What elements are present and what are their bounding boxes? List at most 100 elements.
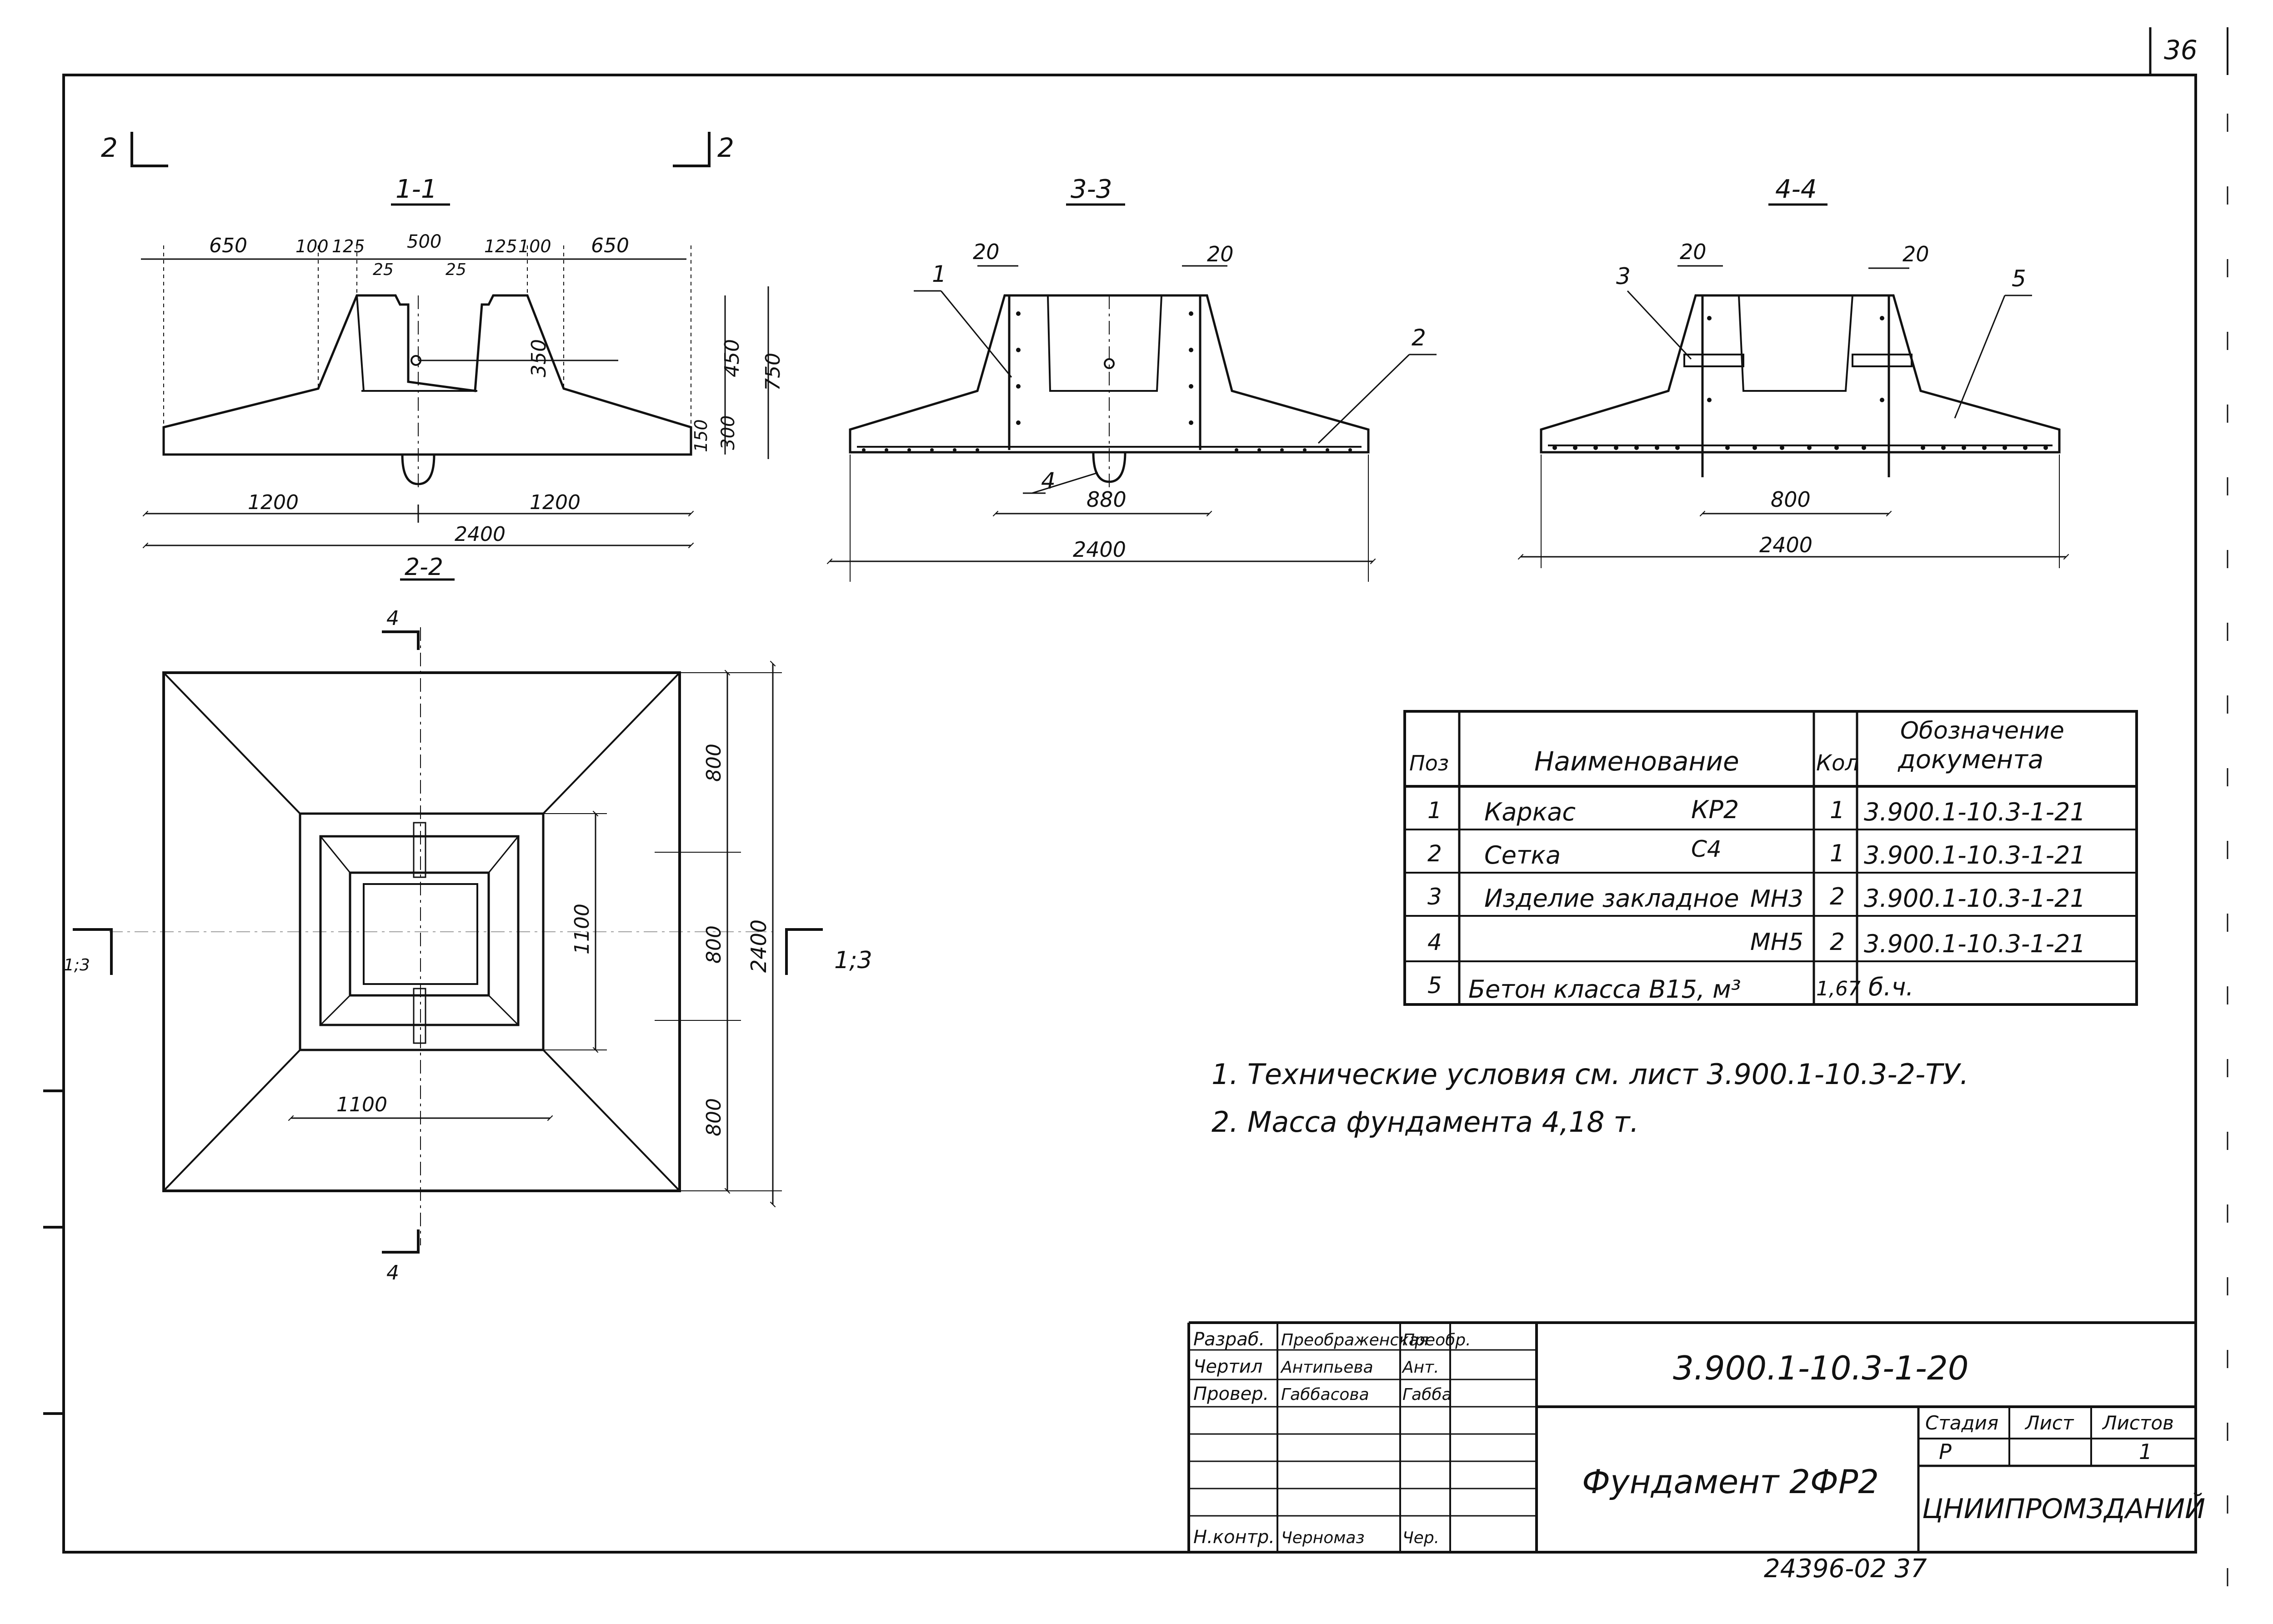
- role-sign: Габба: [1402, 1385, 1452, 1404]
- cut-label-2-left: 2: [101, 132, 118, 163]
- dim-20-right-4-4: 20: [1903, 242, 1929, 266]
- spec-row-qty: 2: [1830, 929, 1845, 956]
- spec-row-name: Каркас: [1484, 798, 1576, 826]
- spec-row-doc: 3.900.1-10.3-1-21: [1864, 841, 2086, 869]
- dim-800-mid: 800: [702, 925, 726, 964]
- spec-header-name: Наименование: [1534, 746, 1739, 777]
- dim-800-top: 800: [702, 744, 726, 782]
- dim-100-right: 100: [518, 236, 551, 256]
- cut-mark-1-3-right: [785, 928, 823, 975]
- spec-row-pos: 4: [1427, 929, 1442, 955]
- section-title-2-2: 2-2: [405, 554, 443, 581]
- role-label: Провер.: [1193, 1384, 1269, 1404]
- spec-row-mark: С4: [1691, 836, 1722, 862]
- spec-row-qty: 1,67: [1816, 977, 1861, 1000]
- dim-350: 350: [527, 339, 551, 377]
- dim-2400: 2400: [455, 523, 506, 546]
- sheet-frame: [43, 27, 2228, 1591]
- footer-archive-number: 24396-02 37: [1764, 1554, 1927, 1584]
- title-block: [1187, 1321, 2196, 1552]
- foundation-outline-3-3: [849, 294, 1370, 454]
- dim-20-right: 20: [1207, 242, 1234, 266]
- dim-880: 880: [1086, 487, 1126, 512]
- spec-row-pos: 1: [1427, 797, 1442, 824]
- pos-label-4: 4: [1041, 468, 1056, 494]
- spec-row-1: 1 Каркас КР2 1 3.900.1-10.3-1-21: [1427, 795, 2086, 826]
- foundation-outline-4-4: [1540, 294, 2061, 454]
- cut-mark-2-left: [130, 132, 168, 167]
- role-name: Габбасова: [1281, 1385, 1369, 1404]
- spec-row-doc: 3.900.1-10.3-1-21: [1864, 884, 2086, 913]
- spec-row-doc: 3.900.1-10.3-1-21: [1864, 929, 2086, 958]
- cut-mark-4-bottom: [382, 1229, 420, 1254]
- stage-label: Стадия: [1925, 1412, 1998, 1434]
- dim-1200-left: 1200: [248, 491, 299, 514]
- dim-1100-vertical: 1100: [571, 904, 594, 954]
- drawing-title: Фундамент 2ФР2: [1582, 1463, 1879, 1501]
- dim-800-4-4: 800: [1771, 487, 1811, 512]
- spec-row-mark: МН5: [1750, 929, 1803, 956]
- sheet-number: 36: [2164, 35, 2198, 65]
- role-sign: Преобр.: [1402, 1331, 1471, 1349]
- dim-300: 300: [718, 415, 739, 450]
- spec-table: [1403, 710, 2138, 1006]
- pos-label-5: 5: [2012, 265, 2026, 292]
- spec-row-doc: б.ч.: [1868, 973, 1914, 1001]
- spec-row-qty: 1: [1830, 797, 1845, 824]
- organization: ЦНИИПРОМЗДАНИЙ: [1922, 1493, 2205, 1525]
- section-title-3-3: 3-3: [1071, 175, 1112, 204]
- sheet-label: Лист: [2024, 1412, 2074, 1434]
- stage-value: Р: [1939, 1439, 1952, 1464]
- role-sign: Ант.: [1402, 1358, 1439, 1377]
- spec-row-pos: 3: [1427, 884, 1442, 910]
- spec-row-qty: 2: [1830, 883, 1845, 910]
- sheets-label: Листов: [2102, 1412, 2174, 1434]
- role-label: Чертил: [1193, 1356, 1262, 1377]
- cut-label-4-bottom: 4: [386, 1261, 399, 1284]
- dim-20-left-4-4: 20: [1680, 240, 1707, 264]
- role-name: Черномаз: [1281, 1529, 1365, 1547]
- cut-label-1-3-right: 1;3: [834, 947, 872, 974]
- dim-2400-plan: 2400: [746, 919, 771, 973]
- cut-label-2-right: 2: [717, 132, 734, 163]
- spec-row-pos: 2: [1427, 840, 1442, 867]
- spec-row-mark: КР2: [1691, 795, 1739, 824]
- role-name: Преображенская: [1281, 1331, 1429, 1349]
- dim-2400-4-4: 2400: [1759, 533, 1812, 557]
- dim-25-left: 25: [373, 260, 394, 279]
- cut-label-4-top: 4: [386, 607, 399, 630]
- dim-1100-horizontal: 1100: [336, 1093, 387, 1116]
- dim-100-left: 100: [295, 236, 329, 256]
- spec-header-qty: Кол: [1816, 750, 1859, 776]
- pos-label-1: 1: [932, 261, 946, 287]
- dim-750: 750: [761, 353, 785, 391]
- spec-row-name: Изделие закладное: [1484, 884, 1739, 913]
- role-sign: Чер.: [1402, 1529, 1439, 1547]
- spec-row-doc: 3.900.1-10.3-1-21: [1864, 798, 2086, 826]
- spec-header-doc2: документа: [1898, 745, 2043, 775]
- section-1-1: 1-1 2 2 650 100 125 500: [101, 132, 785, 549]
- role-label: Разраб.: [1193, 1329, 1265, 1350]
- document-designation: 3.900.1-10.3-1-20: [1673, 1349, 1969, 1387]
- dim-2400-3-3: 2400: [1073, 537, 1126, 562]
- cut-label-1-3-left: 1;3: [64, 956, 90, 974]
- pos-label-3: 3: [1616, 263, 1631, 290]
- cut-mark-1-3-left: [73, 928, 113, 975]
- dim-800-bottom: 800: [702, 1098, 726, 1136]
- plan-2-2: 2-2 4 4 1;3 1;3: [64, 554, 872, 1284]
- spec-row-mark: МН3: [1750, 885, 1803, 913]
- dim-20-left: 20: [973, 240, 1000, 264]
- role-label: Н.контр.: [1193, 1527, 1275, 1548]
- note-2: 2. Масса фундамента 4,18 т.: [1212, 1105, 1639, 1139]
- cut-mark-4-top: [382, 630, 420, 650]
- dim-25-right: 25: [446, 260, 466, 279]
- spec-row-pos: 5: [1427, 972, 1442, 999]
- section-3-3: 3-3 1 2 4 20 20 880: [826, 175, 1437, 582]
- dim-650-right: 650: [591, 234, 629, 257]
- spec-row-5: 5 Бетон класса В15, м³ 1,67 б.ч.: [1427, 972, 1914, 1004]
- dim-125-left: 125: [332, 236, 365, 256]
- pos-label-2: 2: [1412, 325, 1426, 351]
- section-title-4-4: 4-4: [1775, 175, 1817, 204]
- section-title-1-1: 1-1: [396, 175, 437, 204]
